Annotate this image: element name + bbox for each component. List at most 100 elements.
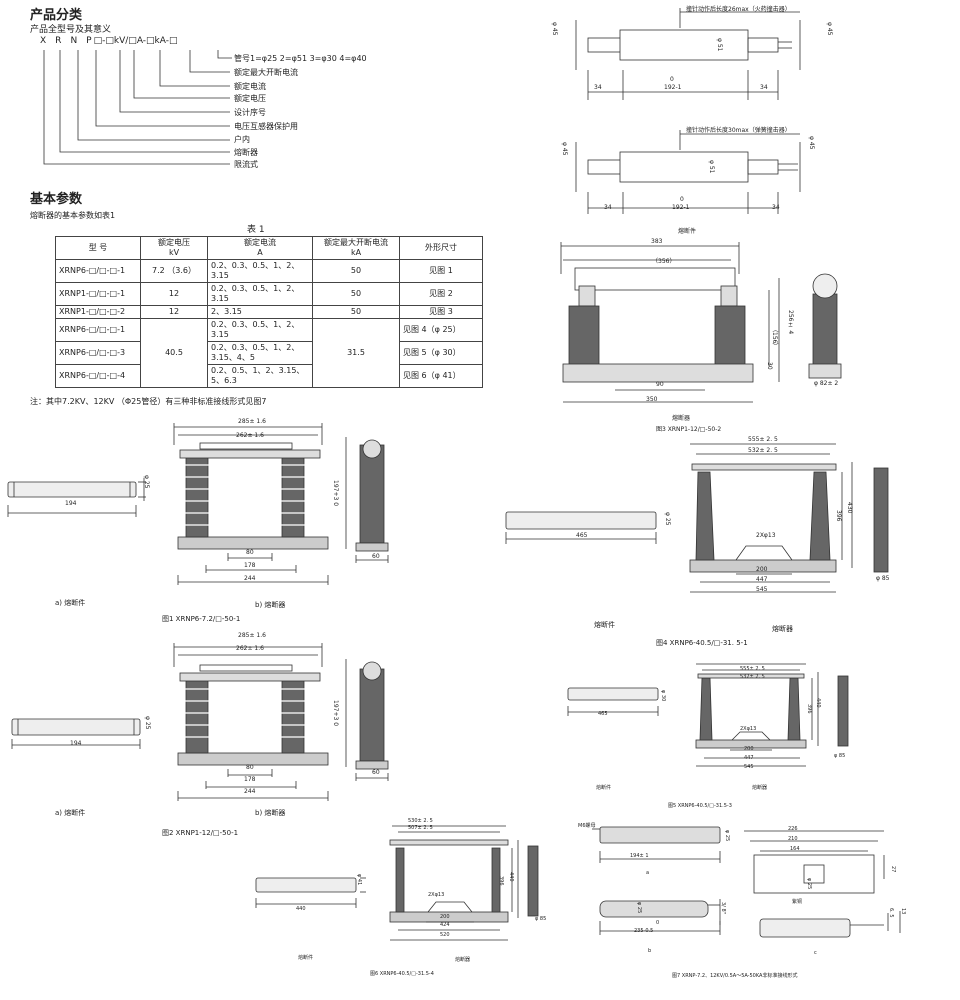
fig1-d25: φ 25 bbox=[143, 475, 150, 489]
fig4-w200: 200 bbox=[756, 566, 768, 573]
fig4-hole: 2Xφ13 bbox=[756, 532, 776, 539]
fig5-label-a: 熔断件 bbox=[596, 785, 612, 791]
fig1-w262: 262± 1.6 bbox=[236, 432, 264, 439]
fig2-w194: 194 bbox=[70, 740, 82, 747]
fig4-w555: 555± 2. 5 bbox=[748, 436, 778, 443]
fig6-w440: 440 bbox=[296, 906, 306, 912]
fig3-w90: 90 bbox=[656, 381, 664, 388]
classification-subtitle: 产品全型号及其意义 bbox=[30, 25, 112, 35]
fig7-copper: 紫铜 bbox=[792, 899, 803, 905]
fig6-d85: φ 85 bbox=[535, 916, 547, 922]
fig1-w285: 285± 1.6 bbox=[238, 418, 266, 425]
fig3-w356: （356） bbox=[652, 258, 676, 265]
fig5-drawing bbox=[567, 663, 849, 767]
cell-current: 0.2、0.3、0.5、1、2、3.15 bbox=[207, 318, 313, 342]
meaning-design: 设计序号 bbox=[234, 108, 266, 117]
fig6-caption: 图6 XRNP6-40.5/□-31.5-4 bbox=[370, 971, 434, 977]
meaning-voltage: 额定电压 bbox=[234, 94, 266, 103]
fig3-h30: 30 bbox=[766, 362, 773, 370]
fig3-h256: 256± 4 bbox=[787, 310, 794, 335]
fuse-b-end-left: 34 bbox=[604, 204, 612, 211]
fuse-b-len: 192-1 bbox=[672, 204, 690, 211]
fuse-part-label: 熔断件 bbox=[678, 228, 697, 235]
cell-dims: 见图 3 bbox=[399, 305, 483, 319]
cell-model: XRNP6-□/□-□-1 bbox=[55, 318, 141, 342]
fig5-w555: 555± 2. 5 bbox=[740, 666, 765, 672]
note-powder: 撞针动作后长度26max（火药撞击器） bbox=[686, 6, 791, 13]
fig7-label-c: c bbox=[814, 950, 817, 956]
note-spring: 撞针动作后长度30max（弹簧撞击器） bbox=[686, 127, 791, 134]
fig3-h156: （156） bbox=[771, 326, 778, 350]
fig2-caption: 图2 XRNP1-12/□-50-1 bbox=[162, 829, 239, 837]
cell-current: 0.2、0.5、1、2、3.15、5、6.3 bbox=[207, 364, 313, 388]
cell-model: XRNP1-□/□-□-2 bbox=[55, 305, 141, 319]
table-row: XRNP6-□/□-□-1 7.2 （3.6） 0.2、0.3、0.5、1、2、… bbox=[55, 259, 483, 283]
fig6-w520: 520 bbox=[440, 932, 450, 938]
fig4-d25: φ 25 bbox=[664, 512, 671, 526]
fig5-w465: 465 bbox=[598, 711, 608, 717]
fig5-w545: 545 bbox=[744, 764, 754, 770]
meaning-indoor: 户内 bbox=[234, 135, 250, 144]
fig6-d41: φ 41 bbox=[356, 874, 362, 886]
fig6-w530: 530± 2. 5 bbox=[408, 818, 433, 824]
fig2-drawing bbox=[11, 643, 389, 801]
table-row: XRNP1-□/□-□-2 12 2、3.15 50 见图 3 bbox=[55, 305, 483, 319]
fig7-zero: 0 bbox=[656, 920, 660, 926]
fig7-h65: 6. 5 bbox=[888, 908, 894, 918]
fig5-h440: 440 bbox=[815, 698, 821, 708]
fig7-drawing bbox=[592, 826, 901, 938]
cell-dims: 见图 4（φ 25） bbox=[399, 318, 483, 342]
fig7-h13: 13 bbox=[900, 908, 906, 915]
fuse-b-end-right: 34 bbox=[772, 204, 780, 211]
fig4-h430: 430 bbox=[846, 502, 853, 514]
table-row: XRNP6-□/□-□-3 0.2、0.3、0.5、1、2、3.15、4、5 见… bbox=[55, 341, 483, 365]
fig6-h440: 440 bbox=[508, 872, 514, 882]
cell-voltage: 7.2 （3.6） bbox=[140, 259, 208, 283]
fig7-w235: 235-0.5 bbox=[634, 928, 654, 934]
fig2-w178: 178 bbox=[244, 776, 256, 783]
fig6-drawing bbox=[255, 825, 539, 941]
fig5-d85: φ 85 bbox=[834, 753, 846, 759]
fig2-label-b: b) 熔断器 bbox=[255, 809, 286, 817]
meaning-vt: 电压互感器保护用 bbox=[234, 122, 298, 131]
fig4-h396: 396 bbox=[835, 510, 842, 522]
fig7-w194: 194± 1 bbox=[630, 853, 649, 859]
fig5-h396: 396 bbox=[806, 704, 812, 714]
fuse-a-end-right: 34 bbox=[760, 84, 768, 91]
cell-current: 0.2、0.3、0.5、1、2、3.15 bbox=[207, 259, 313, 283]
fig2-w80: 80 bbox=[246, 764, 254, 771]
fig5-w200: 200 bbox=[744, 746, 754, 752]
fig5-hole: 2Xφ13 bbox=[740, 726, 757, 732]
cell-dims: 见图 5（φ 30） bbox=[399, 341, 483, 365]
cell-model: XRNP6-□/□-□-3 bbox=[55, 341, 141, 365]
fig5-w532: 532± 2. 5 bbox=[740, 674, 765, 680]
fig3-w350: 350 bbox=[646, 396, 658, 403]
fig6-h396: 396 bbox=[498, 876, 504, 886]
cell-current: 0.2、0.3、0.5、1、2、3.15、4、5 bbox=[207, 341, 313, 365]
fig7-d25c: φ 25 bbox=[636, 902, 642, 914]
fuse-b-d51: φ 51 bbox=[708, 160, 715, 174]
fig7-m6: M6螺母 bbox=[578, 823, 596, 829]
fuse-part-drawing bbox=[575, 8, 801, 214]
fig7-w226: 226 bbox=[788, 826, 798, 832]
fig4-label-a: 熔断件 bbox=[594, 621, 615, 629]
params-note: 注：其中7.2KV、12KV （Φ25管径）有三种非标准接线形式见图7 bbox=[30, 397, 267, 406]
cell-breaking: 31.5 bbox=[312, 318, 400, 388]
meaning-limiting: 限流式 bbox=[234, 160, 258, 169]
fig4-w532: 532± 2. 5 bbox=[748, 447, 778, 454]
fuse-a-zero: 0 bbox=[670, 76, 674, 83]
fig1-label-a: a) 熔断件 bbox=[55, 599, 86, 607]
cell-voltage: 40.5 bbox=[140, 318, 208, 388]
fig5-d30: φ 30 bbox=[660, 690, 666, 702]
cell-current: 0.2、0.3、0.5、1、2、3.15 bbox=[207, 282, 313, 306]
params-intro: 熔断器的基本参数如表1 bbox=[30, 211, 116, 220]
fuse-a-d45b: φ 45 bbox=[826, 22, 833, 36]
fig6-w507: 507± 2. 5 bbox=[408, 825, 433, 831]
fig7-d25b: φ 25 bbox=[806, 878, 812, 890]
fuse-a-d45: φ 45 bbox=[551, 22, 558, 36]
cell-dims: 见图 1 bbox=[399, 259, 483, 283]
cell-dims: 见图 2 bbox=[399, 282, 483, 306]
header-model: 型 号 bbox=[55, 236, 141, 260]
